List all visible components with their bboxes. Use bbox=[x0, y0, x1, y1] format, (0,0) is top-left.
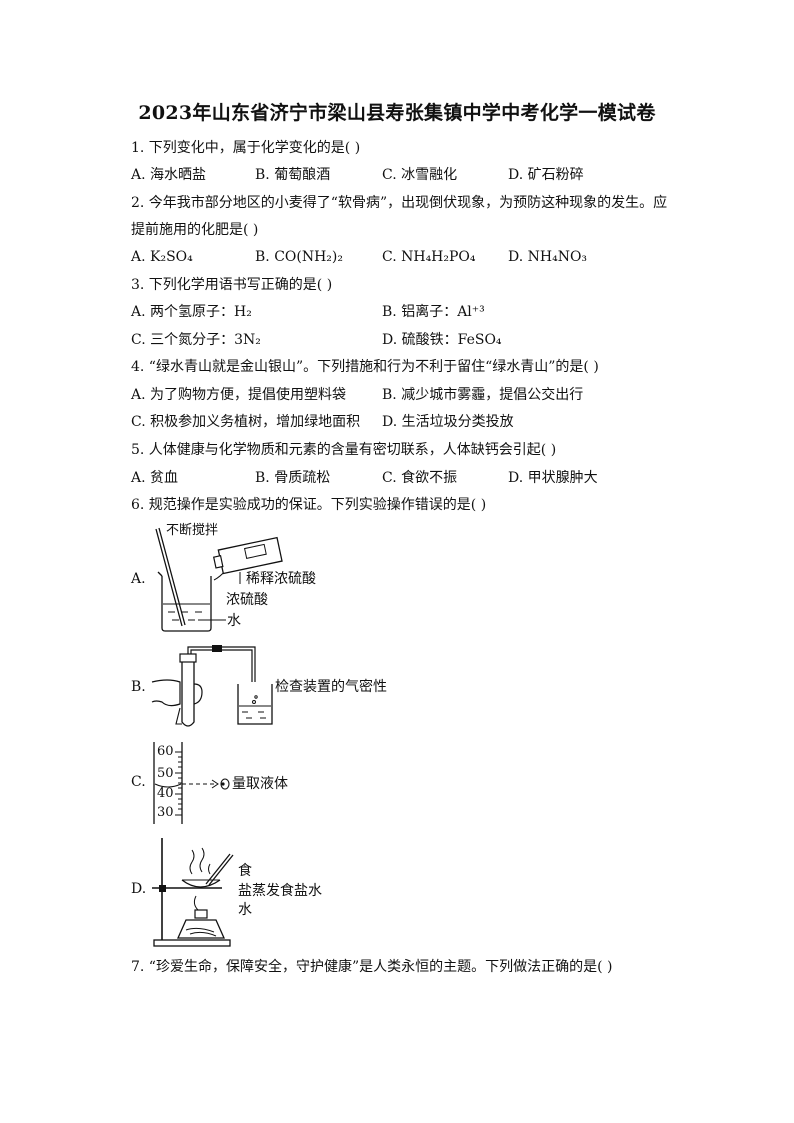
q3-option-d: D. 硫酸铁：FeSO₄ bbox=[382, 332, 502, 348]
figure-d-evaporation bbox=[152, 838, 234, 947]
figure-c-tick-30: 30 bbox=[157, 805, 174, 820]
q4-option-c: C. 积极参加义务植树，增加绿地面积 bbox=[131, 414, 361, 430]
q6-option-a: A. bbox=[131, 571, 146, 587]
figure-a-label-acid: 浓硫酸 bbox=[226, 592, 268, 608]
figure-a-dilution bbox=[155, 527, 283, 632]
question-1-stem: 1. 下列变化中，属于化学变化的是( ) bbox=[131, 140, 361, 156]
question-2-stem-cont: 提前施用的化肥是( ) bbox=[131, 222, 259, 238]
q2-option-a: A. K₂SO₄ bbox=[131, 249, 193, 265]
q6-option-b: B. bbox=[131, 679, 146, 695]
q1-option-c: C. 冰雪融化 bbox=[382, 167, 458, 183]
figure-a-label-stir: 不断搅拌 bbox=[166, 523, 219, 538]
figure-c-cylinder bbox=[153, 742, 230, 824]
q3-option-c: C. 三个氮分子：3N₂ bbox=[131, 332, 261, 348]
q3-option-a: A. 两个氢原子：H₂ bbox=[131, 304, 252, 320]
q4-option-b: B. 减少城市雾霾，提倡公交出行 bbox=[382, 387, 584, 403]
figure-d-label-3: 水 bbox=[238, 902, 252, 918]
q5-option-c: C. 食欲不振 bbox=[382, 470, 458, 486]
question-6-stem: 6. 规范操作是实验成功的保证。下列实验操作错误的是( ) bbox=[131, 497, 487, 513]
q2-option-d: D. NH₄NO₃ bbox=[508, 249, 588, 265]
figure-d-label-2: 盐蒸发食盐水 bbox=[238, 883, 322, 899]
q2-option-b: B. CO(NH₂)₂ bbox=[255, 249, 343, 265]
figure-c-tick-60: 60 bbox=[157, 744, 174, 759]
question-2-stem: 2. 今年我市部分地区的小麦得了“软骨病”，出现倒伏现象，为预防这种现象的发生。… bbox=[131, 195, 668, 211]
q4-option-d: D. 生活垃圾分类投放 bbox=[382, 414, 514, 430]
question-3-stem: 3. 下列化学用语书写正确的是( ) bbox=[131, 277, 333, 293]
q5-option-a: A. 贫血 bbox=[131, 470, 179, 486]
q6-option-d: D. bbox=[131, 881, 147, 897]
q3-option-b: B. 铝离子：Al⁺³ bbox=[382, 304, 485, 320]
figure-d-label-1: 食 bbox=[238, 863, 252, 879]
figure-c-caption: 量取液体 bbox=[232, 776, 288, 792]
exam-title: 2023年山东省济宁市梁山县寿张集镇中学中考化学一模试卷 bbox=[138, 102, 656, 124]
q1-option-b: B. 葡萄酿酒 bbox=[255, 167, 331, 183]
figure-a-label-pour: 稀释浓硫酸 bbox=[246, 571, 316, 587]
q5-option-d: D. 甲状腺肿大 bbox=[508, 470, 598, 486]
question-4-stem: 4. “绿水青山就是金山银山”。下列措施和行为不利于留住“绿水青山”的是( ) bbox=[131, 359, 599, 375]
figure-b-airtightness bbox=[151, 645, 273, 727]
figure-c-tick-40: 40 bbox=[157, 786, 174, 801]
q6-option-c: C. bbox=[131, 774, 146, 790]
q2-option-c: C. NH₄H₂PO₄ bbox=[382, 249, 476, 265]
q1-option-d: D. 矿石粉碎 bbox=[508, 167, 584, 183]
question-7-stem: 7. “珍爱生命，保障安全，守护健康”是人类永恒的主题。下列做法正确的是( ) bbox=[131, 959, 613, 975]
figure-a-label-water: 水 bbox=[227, 613, 241, 629]
q5-option-b: B. 骨质疏松 bbox=[255, 470, 331, 486]
figure-c-tick-50: 50 bbox=[157, 766, 174, 781]
q1-option-a: A. 海水晒盐 bbox=[131, 167, 207, 183]
figure-b-caption: 检查装置的气密性 bbox=[275, 679, 387, 695]
question-5-stem: 5. 人体健康与化学物质和元素的含量有密切联系，人体缺钙会引起( ) bbox=[131, 442, 557, 458]
q4-option-a: A. 为了购物方便，提倡使用塑料袋 bbox=[131, 387, 347, 403]
